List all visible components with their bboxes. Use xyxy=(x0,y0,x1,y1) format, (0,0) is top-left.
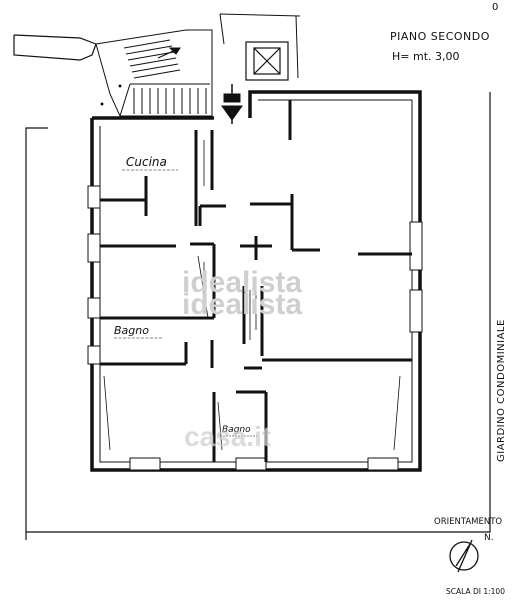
stair-treads xyxy=(123,39,207,114)
lot-boundary xyxy=(25,92,491,540)
north-label: N. xyxy=(484,533,494,543)
watermark-line1: idealista xyxy=(182,266,302,299)
floor-title: PIANO SECONDO xyxy=(390,30,490,43)
room-label-bath-center: Bagno xyxy=(222,425,251,435)
room-bath-center: Bagno xyxy=(220,425,258,437)
orientation-block: ORIENTAMENTO N. xyxy=(434,517,502,573)
staircase xyxy=(95,29,213,117)
room-kitchen: Cucina xyxy=(122,155,178,171)
watermark-bottom: casa.it xyxy=(184,421,271,452)
entrance-arrow-icon xyxy=(221,84,243,124)
height-note: H= mt. 3,00 xyxy=(392,50,460,63)
exterior-walls xyxy=(90,90,422,472)
marker-dots xyxy=(100,84,122,106)
street-boundary xyxy=(13,34,97,61)
compass-icon xyxy=(449,539,479,573)
stair-arrow-icon xyxy=(168,47,181,55)
door-swings xyxy=(103,140,401,451)
orientation-label: ORIENTAMENTO xyxy=(434,517,502,527)
corner-mark: 0 xyxy=(492,2,498,13)
elevator xyxy=(245,41,289,81)
scale-label: SCALA DI 1:100 xyxy=(446,587,505,596)
top-corridor xyxy=(219,13,301,79)
windows xyxy=(87,185,423,471)
room-label-bath-left: Bagno xyxy=(114,324,149,337)
watermark-line2: idealista xyxy=(182,288,302,321)
garden-label-text: GIARDINO CONDOMINIALE xyxy=(496,319,507,462)
interior-walls xyxy=(100,100,412,462)
room-bath-left: Bagno xyxy=(114,324,162,339)
garden-label: GIARDINO CONDOMINIALE xyxy=(496,319,507,462)
room-label-kitchen: Cucina xyxy=(126,155,167,169)
